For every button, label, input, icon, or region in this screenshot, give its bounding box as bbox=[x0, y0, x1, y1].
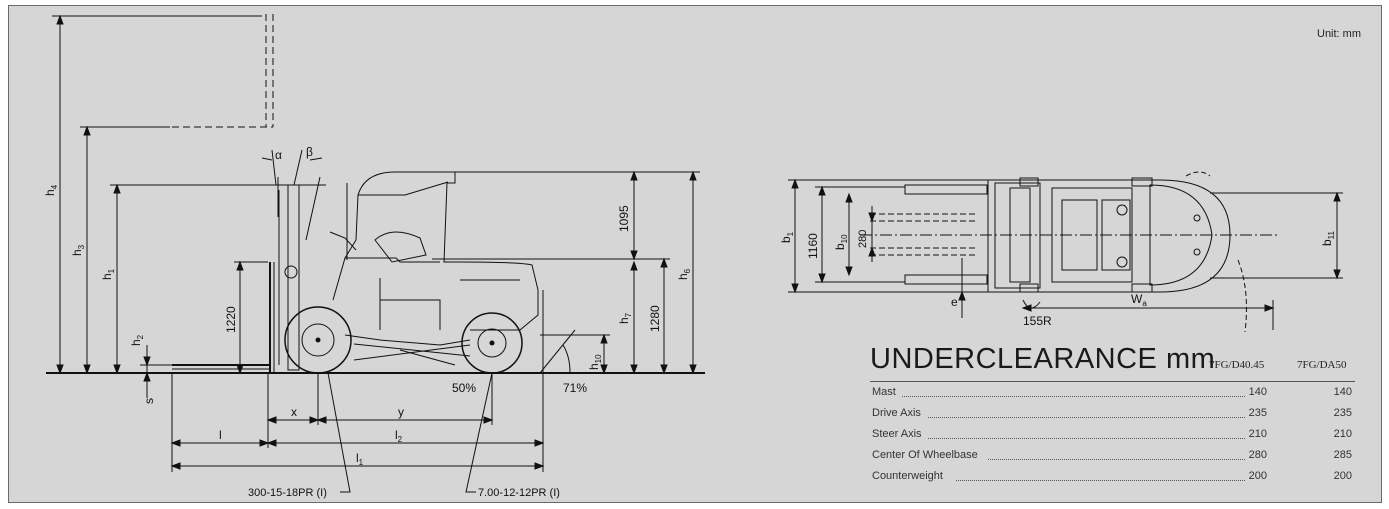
value-7fg-d40-45: 140 bbox=[1248, 386, 1267, 398]
underclearance-table: Mast 140 140 Drive Axis 235 235 Steer Ax… bbox=[870, 381, 1355, 487]
value-7fg-d40-45: 235 bbox=[1248, 407, 1267, 419]
front-tire-label: 300-15-18PR (I) bbox=[248, 487, 327, 499]
h6-dimension bbox=[640, 170, 700, 375]
front-wheel bbox=[284, 306, 352, 374]
h7-label: h7 bbox=[617, 312, 633, 324]
leader-dots bbox=[988, 459, 1245, 460]
tire-leaders bbox=[327, 372, 493, 493]
h4-label: h4 bbox=[43, 184, 59, 196]
h4-dimension bbox=[52, 14, 262, 375]
b1-label: b1 bbox=[779, 231, 795, 243]
d1095-label: 1095 bbox=[617, 205, 631, 232]
x-dimension bbox=[266, 416, 320, 424]
turning-radius-label: 155R bbox=[1023, 314, 1052, 328]
extension-lines bbox=[171, 290, 544, 472]
tilt-angles bbox=[261, 149, 323, 186]
value-7fg-da50: 200 bbox=[1333, 470, 1352, 482]
value-7fg-da50: 235 bbox=[1333, 407, 1352, 419]
row-label: Counterweight bbox=[872, 470, 943, 482]
h1-label: h1 bbox=[100, 268, 116, 280]
d1280-label: 1280 bbox=[648, 305, 662, 332]
table-row: Mast 140 140 bbox=[870, 382, 1355, 403]
leader-dots bbox=[902, 396, 1245, 397]
leader-dots bbox=[956, 480, 1245, 481]
h3-label: h3 bbox=[70, 244, 86, 256]
h2-dimension bbox=[140, 345, 172, 398]
value-7fg-da50: 140 bbox=[1333, 386, 1352, 398]
l2-dimension bbox=[266, 439, 545, 447]
h6-label: h6 bbox=[676, 268, 692, 280]
h2-label: h2 bbox=[129, 334, 145, 346]
d280-label: 280 bbox=[857, 230, 869, 248]
leader-dots bbox=[928, 438, 1245, 439]
row-label: Center Of Wheelbase bbox=[872, 449, 978, 461]
e-label: e bbox=[951, 295, 958, 309]
d1220-label: 1220 bbox=[224, 306, 238, 333]
wa-label: Wa bbox=[1131, 292, 1147, 308]
table-row: Center Of Wheelbase 280 285 bbox=[870, 445, 1355, 466]
h10-label: h10 bbox=[587, 354, 603, 370]
y-label: y bbox=[398, 405, 404, 419]
top-view bbox=[788, 171, 1343, 333]
h3-dimension bbox=[80, 125, 170, 375]
forklift-dimension-drawing: α β h4 h3 h1 h2 s 1220 1095 h7 1280 h6 h… bbox=[43, 14, 1343, 499]
leader-dots bbox=[928, 417, 1245, 418]
alpha-label: α bbox=[275, 148, 282, 162]
mast bbox=[277, 176, 326, 371]
row-label: Mast bbox=[872, 386, 896, 398]
l1-dimension bbox=[170, 462, 545, 470]
underclearance-title: UNDERCLEARANCE mm bbox=[870, 343, 1216, 375]
row-label: Steer Axis bbox=[872, 428, 922, 440]
drawing-frame bbox=[8, 5, 1382, 503]
value-7fg-d40-45: 280 bbox=[1248, 449, 1267, 461]
l-dimension bbox=[170, 439, 270, 447]
column-header-7fg-da50: 7FG/DA50 bbox=[1297, 359, 1347, 371]
beta-label: β bbox=[306, 145, 313, 159]
l2-label: l2 bbox=[395, 428, 403, 444]
rear-wheel bbox=[461, 312, 523, 374]
table-row: Steer Axis 210 210 bbox=[870, 424, 1355, 445]
unit-note: Unit: mm bbox=[1317, 28, 1361, 40]
d1160-label: 1160 bbox=[806, 233, 820, 259]
extended-mast-dashed bbox=[172, 14, 274, 128]
y-dimension bbox=[316, 416, 494, 424]
rear-tire-label: 7.00-12-12PR (I) bbox=[478, 487, 560, 499]
d1095-dimension bbox=[630, 170, 638, 261]
percent-50-label: 50% bbox=[452, 381, 476, 395]
value-7fg-da50: 210 bbox=[1333, 428, 1352, 440]
h10-dimension bbox=[540, 333, 610, 375]
b10-label: b10 bbox=[833, 234, 849, 250]
table-row: Drive Axis 235 235 bbox=[870, 403, 1355, 424]
row-label: Drive Axis bbox=[872, 407, 921, 419]
value-7fg-d40-45: 210 bbox=[1248, 428, 1267, 440]
h1-dimension bbox=[110, 183, 296, 375]
value-7fg-d40-45: 200 bbox=[1248, 470, 1267, 482]
l1-label: l1 bbox=[356, 451, 364, 467]
table-row: Counterweight 200 200 bbox=[870, 466, 1355, 487]
gradeability-lines bbox=[353, 329, 576, 374]
d1280-dimension bbox=[640, 257, 670, 375]
forks bbox=[172, 262, 275, 373]
column-header-7fg-d40-45: 7FG/D40.45 bbox=[1209, 359, 1265, 371]
s-label: s bbox=[142, 398, 156, 404]
x-label: x bbox=[291, 405, 297, 419]
truck-body bbox=[329, 171, 640, 357]
value-7fg-da50: 285 bbox=[1333, 449, 1352, 461]
b11-label: b11 bbox=[1320, 230, 1336, 246]
d1220-dimension bbox=[234, 260, 268, 375]
l-label: l bbox=[219, 428, 222, 442]
percent-71-label: 71% bbox=[563, 381, 587, 395]
h7-dimension bbox=[630, 260, 638, 375]
